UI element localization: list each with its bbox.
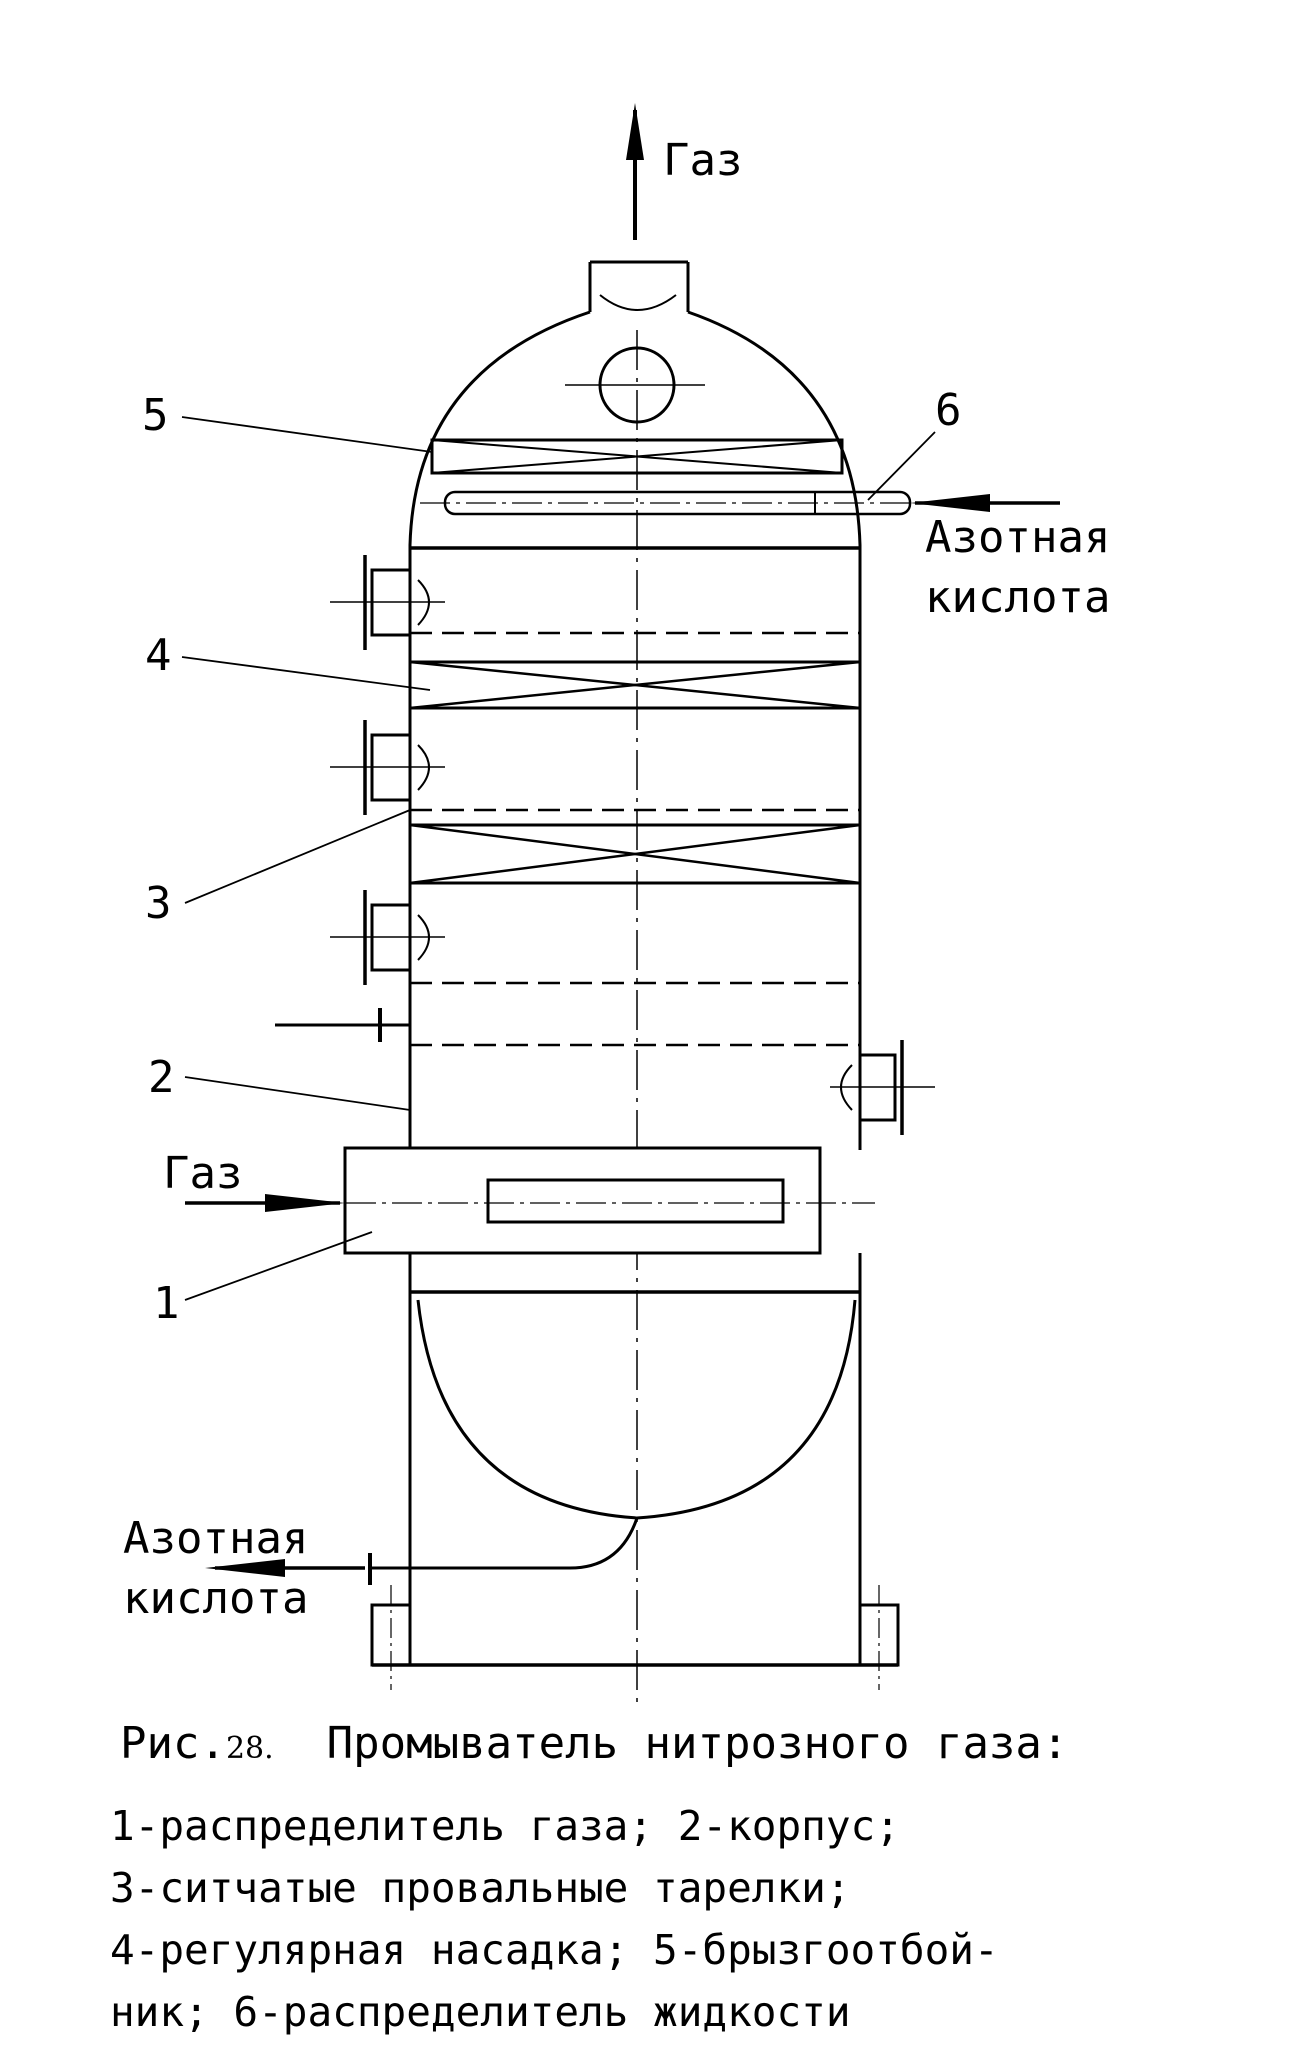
acid-inlet-label-2: кислота — [925, 572, 1110, 623]
gas-inlet-arrow — [185, 1194, 345, 1212]
side-nozzle-2 — [330, 720, 445, 815]
legend-line-4: ник; 6-распределитель жидкости — [110, 1988, 851, 2036]
acid-inlet-arrow — [910, 494, 1060, 512]
acid-outlet-label-2: кислота — [123, 1573, 308, 1624]
legend-line-1: 1-распределитель газа; 2-корпус; — [110, 1802, 900, 1850]
acid-outlet-label-1: Азотная — [123, 1513, 308, 1564]
callout-6: 6 — [935, 385, 962, 436]
figure-legend: 1-распределитель газа; 2-корпус; 3-ситча… — [110, 1795, 1270, 2043]
callout-5: 5 — [142, 390, 169, 441]
side-nozzle-3 — [330, 890, 445, 985]
top-dome — [408, 310, 862, 546]
side-fitting — [275, 1008, 410, 1042]
mist-eliminator — [430, 438, 844, 475]
leader-lines — [181, 416, 936, 1301]
figure-prefix: Рис. — [120, 1718, 226, 1769]
callout-1: 1 — [153, 1278, 180, 1329]
figure-title-text: Промыватель нитрозного газа: — [326, 1718, 1069, 1769]
legend-line-3: 4-регулярная насадка; 5-брызгоотбой- — [110, 1926, 999, 1974]
support-legs — [370, 1585, 900, 1690]
callout-2: 2 — [148, 1052, 175, 1103]
dome-manhole — [565, 346, 705, 424]
gas-distributor — [300, 1146, 875, 1255]
legend-line-2: 3-ситчатые провальные тарелки; — [110, 1864, 851, 1912]
sieve-trays — [410, 631, 860, 1047]
structured-packing-lower — [409, 823, 861, 885]
gas-inlet-label: Газ — [163, 1148, 242, 1199]
figure-number: 28. — [225, 1731, 274, 1766]
figure-title: Рис.28. Промыватель нитрозного газа: — [120, 1718, 1068, 1769]
acid-inlet-label-1: Азотная — [925, 512, 1110, 563]
structured-packing-upper — [409, 660, 861, 710]
callout-4: 4 — [145, 630, 172, 681]
column-shell — [408, 545, 862, 1150]
gas-outlet-arrow — [626, 103, 644, 240]
side-nozzle-right — [830, 1040, 935, 1135]
liquid-distributor — [420, 490, 915, 516]
top-nozzle — [588, 260, 690, 312]
callout-3: 3 — [145, 878, 172, 929]
gas-outlet-label: Газ — [663, 135, 742, 186]
side-nozzle-1 — [330, 555, 445, 650]
drain-line — [368, 1517, 639, 1585]
acid-outlet-arrow — [205, 1559, 365, 1577]
bottom-section — [408, 1253, 862, 1665]
